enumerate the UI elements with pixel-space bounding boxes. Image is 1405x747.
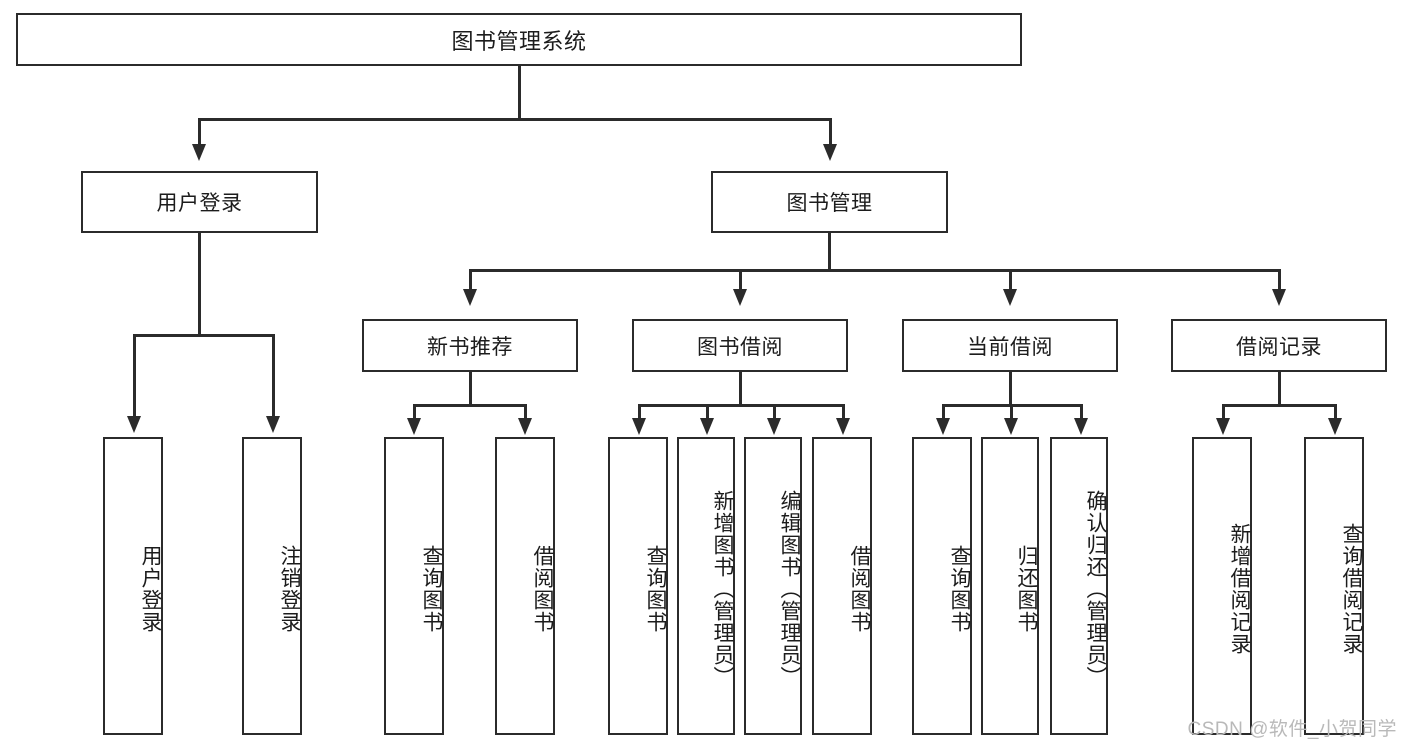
connector-root-to-user-login bbox=[198, 118, 201, 146]
node-leaf-confirm-return-admin[interactable]: 确认归还（管理员） bbox=[1050, 437, 1108, 735]
node-new-book-recommend[interactable]: 新书推荐 bbox=[362, 319, 578, 372]
node-leaf-label: 注销登录 bbox=[278, 545, 301, 633]
connector-recommend-to-leaf-1 bbox=[413, 404, 416, 420]
node-leaf-query-borrow-record[interactable]: 查询借阅记录 bbox=[1304, 437, 1364, 735]
connector-book-mgmt-to-current bbox=[1009, 269, 1012, 291]
connector-book-mgmt-to-new-book bbox=[469, 269, 472, 291]
arrowhead-root-to-book-mgmt bbox=[823, 144, 837, 161]
connector-borrow-to-leaf-1 bbox=[638, 404, 641, 420]
connector-borrow-stem bbox=[739, 372, 742, 405]
connector-root-to-book-mgmt bbox=[829, 118, 832, 146]
arrowhead-borrow-to-leaf-4 bbox=[836, 418, 850, 435]
connector-borrow-to-leaf-2 bbox=[706, 404, 709, 420]
arrowhead-recommend-to-leaf-2 bbox=[518, 418, 532, 435]
arrowhead-book-mgmt-to-borrow bbox=[733, 289, 747, 306]
node-leaf-return-book[interactable]: 归还图书 bbox=[981, 437, 1039, 735]
node-leaf-label: 查询图书 bbox=[644, 545, 667, 633]
connector-records-to-leaf-1 bbox=[1222, 404, 1225, 420]
node-borrow-records[interactable]: 借阅记录 bbox=[1171, 319, 1387, 372]
arrowhead-borrow-to-leaf-1 bbox=[632, 418, 646, 435]
connector-records-bar bbox=[1223, 404, 1336, 407]
node-leaf-query-book-borrow[interactable]: 查询图书 bbox=[608, 437, 668, 735]
watermark-csdn: CSDN @软件_小贺同学 bbox=[1187, 719, 1397, 740]
connector-recommend-stem bbox=[469, 372, 472, 405]
connector-book-mgmt-to-borrow bbox=[739, 269, 742, 291]
connector-root-bar bbox=[199, 118, 831, 121]
connector-book-mgmt-stem bbox=[828, 233, 831, 271]
connector-book-mgmt-bar bbox=[470, 269, 1280, 272]
connector-recommend-bar bbox=[414, 404, 526, 407]
node-leaf-label: 新增借阅记录 bbox=[1228, 523, 1251, 655]
arrowhead-user-login-to-leaf-2 bbox=[266, 416, 280, 433]
node-current-borrow[interactable]: 当前借阅 bbox=[902, 319, 1118, 372]
node-user-login[interactable]: 用户登录 bbox=[81, 171, 318, 233]
node-book-management[interactable]: 图书管理 bbox=[711, 171, 948, 233]
connector-records-stem bbox=[1278, 372, 1281, 405]
connector-current-to-leaf-2 bbox=[1010, 404, 1013, 420]
node-leaf-borrow-book-recommend[interactable]: 借阅图书 bbox=[495, 437, 555, 735]
node-leaf-label: 借阅图书 bbox=[848, 545, 871, 633]
arrowhead-user-login-to-leaf-1 bbox=[127, 416, 141, 433]
node-leaf-label: 查询图书 bbox=[420, 545, 443, 633]
arrowhead-book-mgmt-to-current bbox=[1003, 289, 1017, 306]
connector-user-login-to-leaf-1 bbox=[133, 334, 136, 418]
arrowhead-current-to-leaf-2 bbox=[1004, 418, 1018, 435]
node-leaf-edit-book-admin[interactable]: 编辑图书（管理员） bbox=[744, 437, 802, 735]
node-leaf-logout[interactable]: 注销登录 bbox=[242, 437, 302, 735]
node-leaf-label: 查询借阅记录 bbox=[1340, 523, 1363, 655]
node-leaf-add-borrow-record[interactable]: 新增借阅记录 bbox=[1192, 437, 1252, 735]
arrowhead-recommend-to-leaf-1 bbox=[407, 418, 421, 435]
connector-user-login-to-leaf-2 bbox=[272, 334, 275, 418]
connector-current-stem bbox=[1009, 372, 1012, 405]
node-book-borrow[interactable]: 图书借阅 bbox=[632, 319, 848, 372]
node-leaf-label: 确认归还（管理员） bbox=[1084, 490, 1107, 688]
arrowhead-records-to-leaf-1 bbox=[1216, 418, 1230, 435]
node-leaf-query-book-recommend[interactable]: 查询图书 bbox=[384, 437, 444, 735]
connector-current-to-leaf-1 bbox=[942, 404, 945, 420]
connector-book-mgmt-to-records bbox=[1278, 269, 1281, 291]
node-leaf-label: 编辑图书（管理员） bbox=[778, 490, 801, 688]
arrowhead-current-to-leaf-3 bbox=[1074, 418, 1088, 435]
connector-borrow-to-leaf-4 bbox=[842, 404, 845, 420]
node-leaf-query-book-current[interactable]: 查询图书 bbox=[912, 437, 972, 735]
connector-current-bar bbox=[943, 404, 1082, 407]
connector-user-login-stem bbox=[198, 233, 201, 335]
arrowhead-root-to-user-login bbox=[192, 144, 206, 161]
node-leaf-label: 查询图书 bbox=[948, 545, 971, 633]
arrowhead-records-to-leaf-2 bbox=[1328, 418, 1342, 435]
connector-borrow-bar bbox=[639, 404, 844, 407]
node-leaf-label: 归还图书 bbox=[1015, 545, 1038, 633]
connector-borrow-to-leaf-3 bbox=[773, 404, 776, 420]
node-leaf-label: 用户登录 bbox=[139, 545, 162, 633]
connector-current-to-leaf-3 bbox=[1080, 404, 1083, 420]
node-leaf-label: 新增图书（管理员） bbox=[711, 490, 734, 688]
connector-user-login-bar bbox=[134, 334, 274, 337]
node-leaf-user-login[interactable]: 用户登录 bbox=[103, 437, 163, 735]
node-leaf-add-book-admin[interactable]: 新增图书（管理员） bbox=[677, 437, 735, 735]
node-leaf-borrow-book[interactable]: 借阅图书 bbox=[812, 437, 872, 735]
node-leaf-label: 借阅图书 bbox=[531, 545, 554, 633]
arrowhead-book-mgmt-to-records bbox=[1272, 289, 1286, 306]
arrowhead-borrow-to-leaf-3 bbox=[767, 418, 781, 435]
node-root-system[interactable]: 图书管理系统 bbox=[16, 13, 1022, 66]
connector-recommend-to-leaf-2 bbox=[524, 404, 527, 420]
arrowhead-borrow-to-leaf-2 bbox=[700, 418, 714, 435]
connector-records-to-leaf-2 bbox=[1334, 404, 1337, 420]
arrowhead-current-to-leaf-1 bbox=[936, 418, 950, 435]
arrowhead-book-mgmt-to-new-book bbox=[463, 289, 477, 306]
connector-root-stem bbox=[518, 66, 521, 119]
